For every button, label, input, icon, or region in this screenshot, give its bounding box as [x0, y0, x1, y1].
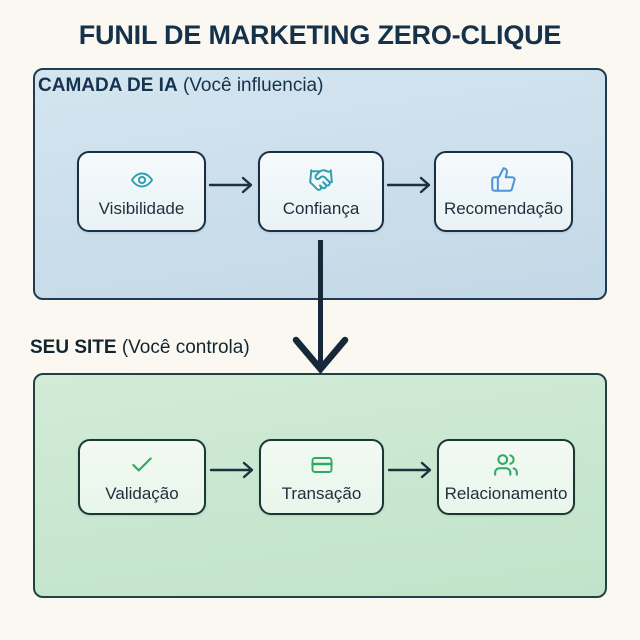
eye-icon	[127, 167, 157, 193]
node-confianca: Confiança	[258, 151, 384, 232]
site-layer-note: (Você controla)	[121, 337, 250, 358]
node-recomendacao: Recomendação	[434, 151, 573, 232]
node-label: Validação	[105, 484, 179, 503]
handshake-icon	[307, 167, 335, 193]
right-arrow	[387, 461, 432, 479]
node-label: Confiança	[282, 198, 360, 218]
thumbs-up-icon	[490, 167, 517, 193]
node-label: Recomendação	[443, 198, 564, 218]
ia-layer-label: CAMADA DE IA (Você influencia)	[38, 75, 323, 97]
node-transacao: Transação	[259, 439, 384, 515]
node-label: Relacionamento	[444, 484, 568, 503]
node-validacao: Validação	[78, 439, 206, 515]
right-arrow	[208, 176, 253, 194]
node-label: Visibilidade	[98, 198, 185, 218]
page-title: FUNIL DE MARKETING ZERO-CLIQUE	[78, 20, 562, 50]
check-icon	[127, 452, 157, 478]
ia-layer-note: (Você influencia)	[182, 75, 324, 96]
node-label: Transação	[281, 484, 362, 503]
site-layer-title: SEU SITE	[30, 337, 117, 358]
people-icon	[492, 452, 520, 478]
node-relacionamento: Relacionamento	[437, 439, 575, 515]
site-layer-label: SEU SITE (Você controla)	[30, 337, 250, 359]
right-arrow	[386, 176, 431, 194]
funnel-down-arrow	[292, 240, 349, 374]
right-arrow	[209, 461, 254, 479]
credit-card-icon	[308, 452, 336, 478]
node-visibilidade: Visibilidade	[77, 151, 206, 232]
ia-layer-title: CAMADA DE IA	[38, 75, 178, 96]
